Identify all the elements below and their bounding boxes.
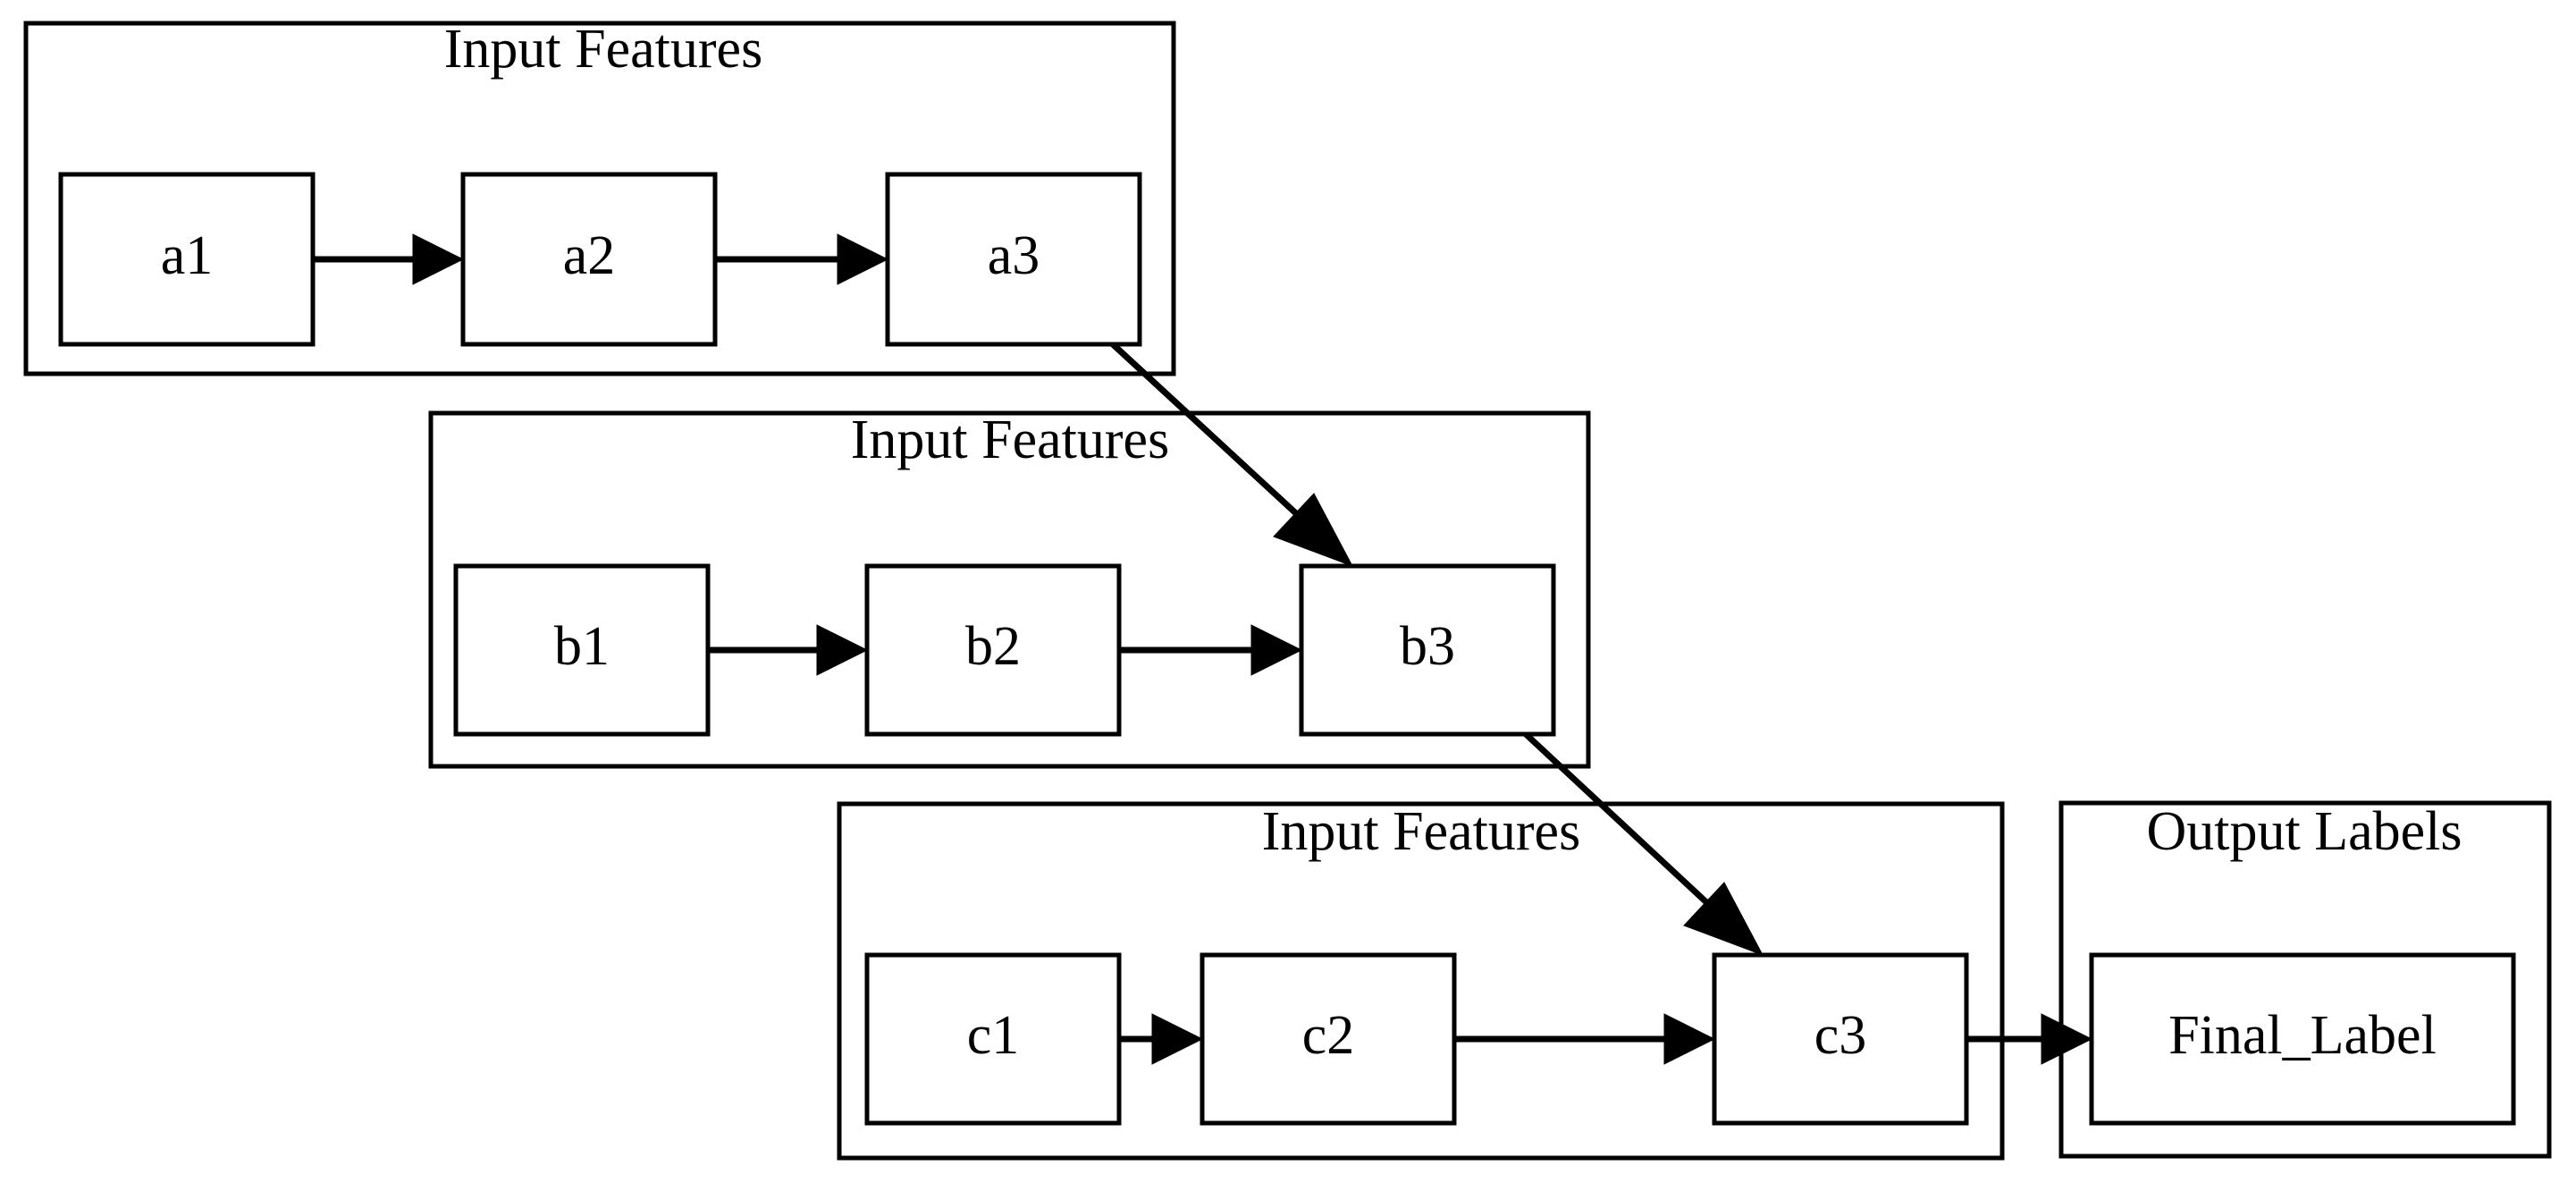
node-c3[interactable]: c3 [1712,952,1969,1126]
node-c2-label: c2 [1302,1005,1355,1066]
node-a3-label: a3 [988,225,1040,286]
node-b2-label: b2 [965,616,1021,677]
edge-c2-c3 [1454,1013,1716,1065]
cluster-input-features-c: Input Features c1 c2 c3 [837,801,2005,1161]
edge-c3-final-label-arrowhead [2041,1013,2093,1065]
node-c3-label: c3 [1814,1005,1867,1066]
node-b2[interactable]: b2 [864,563,1122,737]
node-a1-box[interactable] [58,172,316,347]
cluster-title-a: Input Features [444,19,762,80]
cluster-title-output: Output Labels [2147,801,2462,862]
cluster-border-c [837,801,2005,1161]
edge-a1-a2 [313,233,465,285]
edge-a3-b3-line [1110,342,1324,539]
node-c3-box[interactable] [1712,952,1969,1126]
edge-b3-c3-line [1523,731,1734,928]
edge-b3-c3-arrowhead [1683,882,1764,956]
edge-b2-b3 [1119,624,1303,676]
edges-layer [313,233,2093,1065]
edge-c1-c2 [1119,1013,1204,1065]
node-a1-label: a1 [161,225,214,286]
edge-c1-c2-arrowhead [1151,1013,1204,1065]
node-b3-box[interactable] [1299,563,1556,737]
node-final-label-box[interactable] [2089,952,2516,1126]
edge-a3-b3 [1110,342,1354,567]
cluster-border-b [428,410,1591,769]
edge-c2-c3-arrowhead [1663,1013,1716,1065]
node-b1-label: b1 [554,616,610,677]
edge-b2-b3-arrowhead [1250,624,1303,676]
node-final-label[interactable]: Final_Label [2089,952,2516,1126]
node-final-label-text: Final_Label [2168,1005,2437,1066]
node-b3[interactable]: b3 [1299,563,1556,737]
cluster-input-features-a: Input Features a1 a2 a3 [23,19,1176,376]
edge-b1-b2-arrowhead [816,624,869,676]
edge-b3-c3 [1523,731,1764,956]
node-b3-label: b3 [1400,616,1455,677]
node-c2[interactable]: c2 [1200,952,1457,1126]
node-a1[interactable]: a1 [58,172,316,347]
node-a2-box[interactable] [460,172,718,347]
cluster-title-c: Input Features [1262,801,1580,862]
cluster-border-output [2058,800,2552,1159]
cluster-output-labels: Output Labels Final_Label [2058,800,2552,1159]
edge-c3-final-label [1966,1013,2093,1065]
node-a2-label: a2 [563,225,616,286]
cluster-border-a [23,21,1176,376]
node-c1[interactable]: c1 [864,952,1122,1126]
edge-a2-a3-arrowhead [837,233,889,285]
node-a2[interactable]: a2 [460,172,718,347]
node-b1-box[interactable] [453,563,711,737]
node-a3[interactable]: a3 [885,172,1142,347]
edge-a3-b3-arrowhead [1273,493,1354,567]
node-c1-label: c1 [967,1005,1020,1066]
edge-b1-b2 [708,624,869,676]
cluster-title-b: Input Features [851,410,1169,470]
edge-a2-a3 [715,233,889,285]
edge-a1-a2-arrowhead [412,233,465,285]
node-a3-box[interactable] [885,172,1142,347]
cluster-input-features-b: Input Features b1 b2 b3 [428,410,1591,769]
node-b1[interactable]: b1 [453,563,711,737]
